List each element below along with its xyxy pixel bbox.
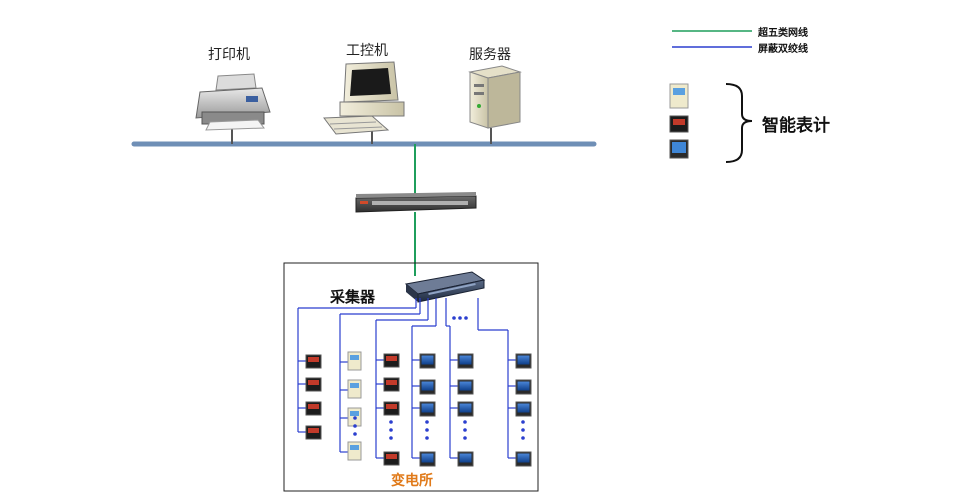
continuation-dot [353, 416, 357, 420]
meter-icon [515, 353, 532, 369]
continuation-dot [353, 432, 357, 436]
continuation-dot [389, 436, 393, 440]
meter-icon [457, 379, 474, 395]
legend-cat5e-label: 超五类网线 [758, 28, 808, 39]
legend-brace [725, 83, 753, 163]
meter-icon [305, 354, 322, 369]
continuation-dot [452, 316, 456, 320]
meter-icon [515, 451, 532, 467]
meter-icon [515, 401, 532, 417]
meter-type-c-icon [669, 139, 689, 159]
collector-icon [404, 271, 486, 303]
continuation-dot [521, 420, 525, 424]
workstation-label: 工控机 [346, 43, 388, 59]
workstation-icon [323, 61, 405, 135]
meter-icon [515, 379, 532, 395]
meter-type-a-icon [669, 83, 689, 109]
continuation-dot [425, 428, 429, 432]
continuation-dot [389, 428, 393, 432]
continuation-dot [464, 316, 468, 320]
meter-icon [347, 379, 362, 399]
meter-grid [305, 316, 532, 467]
legend-shielded-label: 屏蔽双绞线 [758, 44, 808, 55]
meter-icon [383, 353, 400, 368]
meter-icon [347, 441, 362, 461]
continuation-dot [521, 436, 525, 440]
meter-icon [419, 451, 436, 467]
meter-icon [457, 451, 474, 467]
meter-icon [419, 353, 436, 369]
continuation-dot [458, 316, 462, 320]
smart-meters-label: 智能表计 [762, 116, 830, 136]
meter-icon [305, 425, 322, 440]
server-label: 服务器 [469, 47, 511, 63]
continuation-dot [463, 420, 467, 424]
continuation-dot [425, 436, 429, 440]
server-icon [468, 65, 522, 129]
continuation-dot [389, 420, 393, 424]
meter-icon [457, 401, 474, 417]
meter-icon [457, 353, 474, 369]
substation-box [283, 262, 539, 492]
meter-icon [383, 451, 400, 466]
continuation-dot [463, 428, 467, 432]
meter-icon [419, 401, 436, 417]
network-switch-icon [355, 192, 477, 213]
collector-label: 采集器 [330, 288, 376, 306]
continuation-dot [463, 436, 467, 440]
printer-icon [195, 73, 271, 131]
continuation-dot [425, 420, 429, 424]
meter-icon [305, 401, 322, 416]
meter-icon [305, 377, 322, 392]
meter-icon [383, 377, 400, 392]
substation-label: 变电所 [391, 473, 433, 489]
meter-type-b-icon [669, 115, 689, 133]
meter-icon [347, 351, 362, 371]
continuation-dot [353, 424, 357, 428]
meter-icon [419, 379, 436, 395]
bus-lines [297, 298, 516, 459]
continuation-dot [521, 428, 525, 432]
meter-icon [383, 401, 400, 416]
printer-label: 打印机 [208, 47, 250, 63]
